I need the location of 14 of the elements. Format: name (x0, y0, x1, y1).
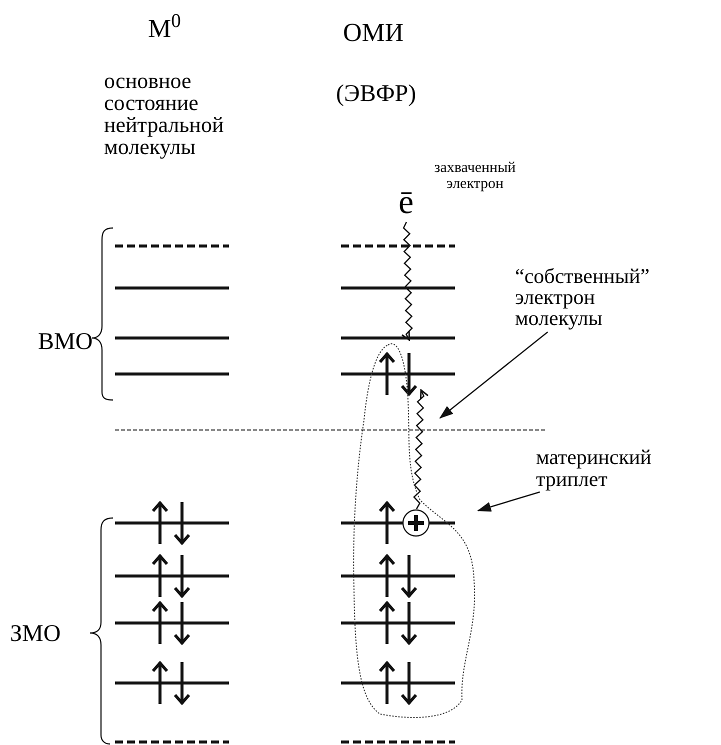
wavy-arrow (413, 389, 429, 510)
leader-arrow (477, 491, 540, 512)
state-heading: ОМИ (343, 18, 405, 48)
leader-arrow (439, 332, 548, 419)
state-description: основное состояние нейтральной молекулы (104, 70, 225, 158)
group-label: ВМО (38, 328, 93, 357)
callout-text: захваченный электрон (433, 160, 517, 192)
callout-text: “собственный” электрон молекулы (515, 266, 651, 329)
callout-text: материнский триплет (536, 446, 652, 490)
state-heading: М$^{0}$ (148, 14, 182, 44)
electron-symbol: ē (397, 186, 415, 220)
wavy-arrow (401, 222, 413, 341)
state-abbreviation: (ЭВФР) (336, 80, 418, 108)
group-label: ЗМО (10, 620, 61, 649)
